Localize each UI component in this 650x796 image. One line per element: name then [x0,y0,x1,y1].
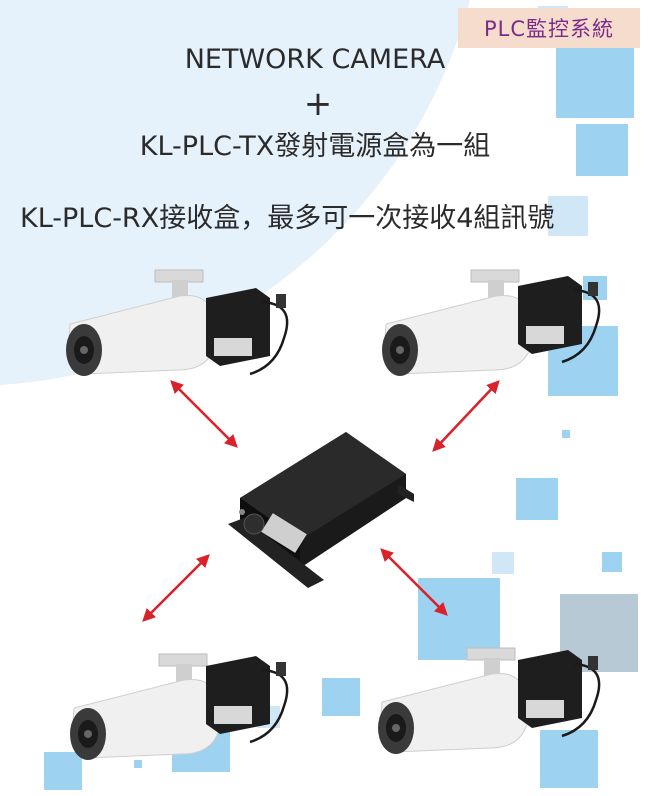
edge-camera-2-rx [432,380,500,452]
decor-square [322,678,360,716]
camera-group-3 [64,646,314,766]
rx-receiver-box [228,428,418,598]
title-line-1: NETWORK CAMERA [184,44,446,75]
decor-square [492,552,514,574]
network-camera-icon [66,269,289,376]
decor-square [602,552,622,572]
decor-square [44,752,82,790]
rx-box-icon [228,432,414,588]
decor-square [134,760,142,768]
title-line-2: KL-PLC-TX發射電源盒為一組 [139,131,491,162]
edge-camera-1-rx [170,380,238,448]
network-camera-icon [382,269,601,376]
system-badge: PLC監控系統 [458,8,640,48]
network-camera-icon [378,647,601,754]
camera-group-1 [60,262,310,382]
decor-square [562,430,570,438]
camera-group-2 [376,262,626,382]
decor-square [548,196,588,236]
camera-group-4 [372,640,622,760]
edge-camera-4-rx [380,548,448,616]
network-camera-icon [70,653,289,760]
decor-square [516,478,558,520]
plus-sign: + [303,84,333,124]
subtitle: KL-PLC-RX接收盒，最多可一次接收4組訊號 [20,203,555,234]
decor-square [540,730,598,788]
decor-square [556,40,634,118]
edge-camera-3-rx [142,554,210,622]
decor-square [576,124,628,176]
